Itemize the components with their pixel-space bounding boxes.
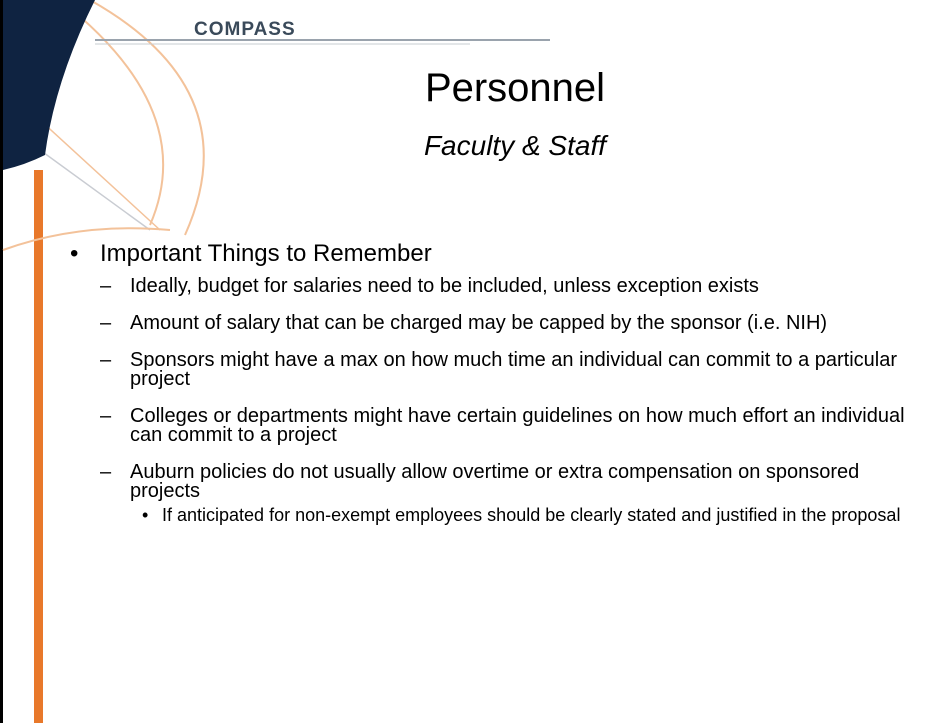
arc-lower	[2, 227, 171, 251]
bullet-marker: •	[70, 240, 79, 267]
left-border	[0, 0, 3, 723]
dash-marker: –	[100, 349, 112, 371]
sub-bullet-text: Ideally, budget for salaries need to be …	[130, 275, 759, 297]
slide-content: • Important Things to Remember – Ideally…	[70, 240, 930, 524]
dash-marker: –	[100, 405, 112, 427]
sub-bullet-text: Sponsors might have a max on how much ti…	[130, 349, 898, 390]
navy-crescent	[3, 0, 95, 170]
sub-bullet: – Sponsors might have a max on how much …	[70, 349, 930, 390]
bullet-heading: • Important Things to Remember	[70, 240, 930, 267]
sub-sub-bullet-text: If anticipated for non-exempt employees …	[162, 505, 901, 525]
slide-title: Personnel	[424, 66, 606, 110]
dash-marker: –	[100, 461, 112, 483]
slide-subtitle: Faculty & Staff	[423, 130, 607, 161]
sub-bullet-text: Colleges or departments might have certa…	[130, 405, 905, 446]
bullet-heading-text: Important Things to Remember	[100, 240, 432, 267]
sub-bullet: – Ideally, budget for salaries need to b…	[70, 275, 930, 297]
sub-bullet: – Auburn policies do not usually allow o…	[70, 461, 930, 502]
sub-bullet: – Colleges or departments might have cer…	[70, 405, 930, 446]
arc-outer	[89, 0, 205, 236]
compass-logo: COMPASS	[194, 19, 296, 40]
dash-marker: –	[100, 275, 112, 297]
sub-bullet: – Amount of salary that can be charged m…	[70, 312, 930, 334]
sub-bullet-text: Auburn policies do not usually allow ove…	[130, 461, 860, 502]
arc-ray-1	[39, 149, 151, 231]
dash-marker: –	[100, 312, 112, 334]
arc-middle	[59, 0, 165, 226]
small-bullet-marker: •	[142, 505, 149, 525]
sub-sub-bullet: • If anticipated for non-exempt employee…	[70, 506, 930, 524]
orange-sidebar-bar	[34, 170, 43, 723]
sub-bullet-text: Amount of salary that can be charged may…	[130, 312, 828, 334]
arc-ray-2	[39, 119, 161, 231]
